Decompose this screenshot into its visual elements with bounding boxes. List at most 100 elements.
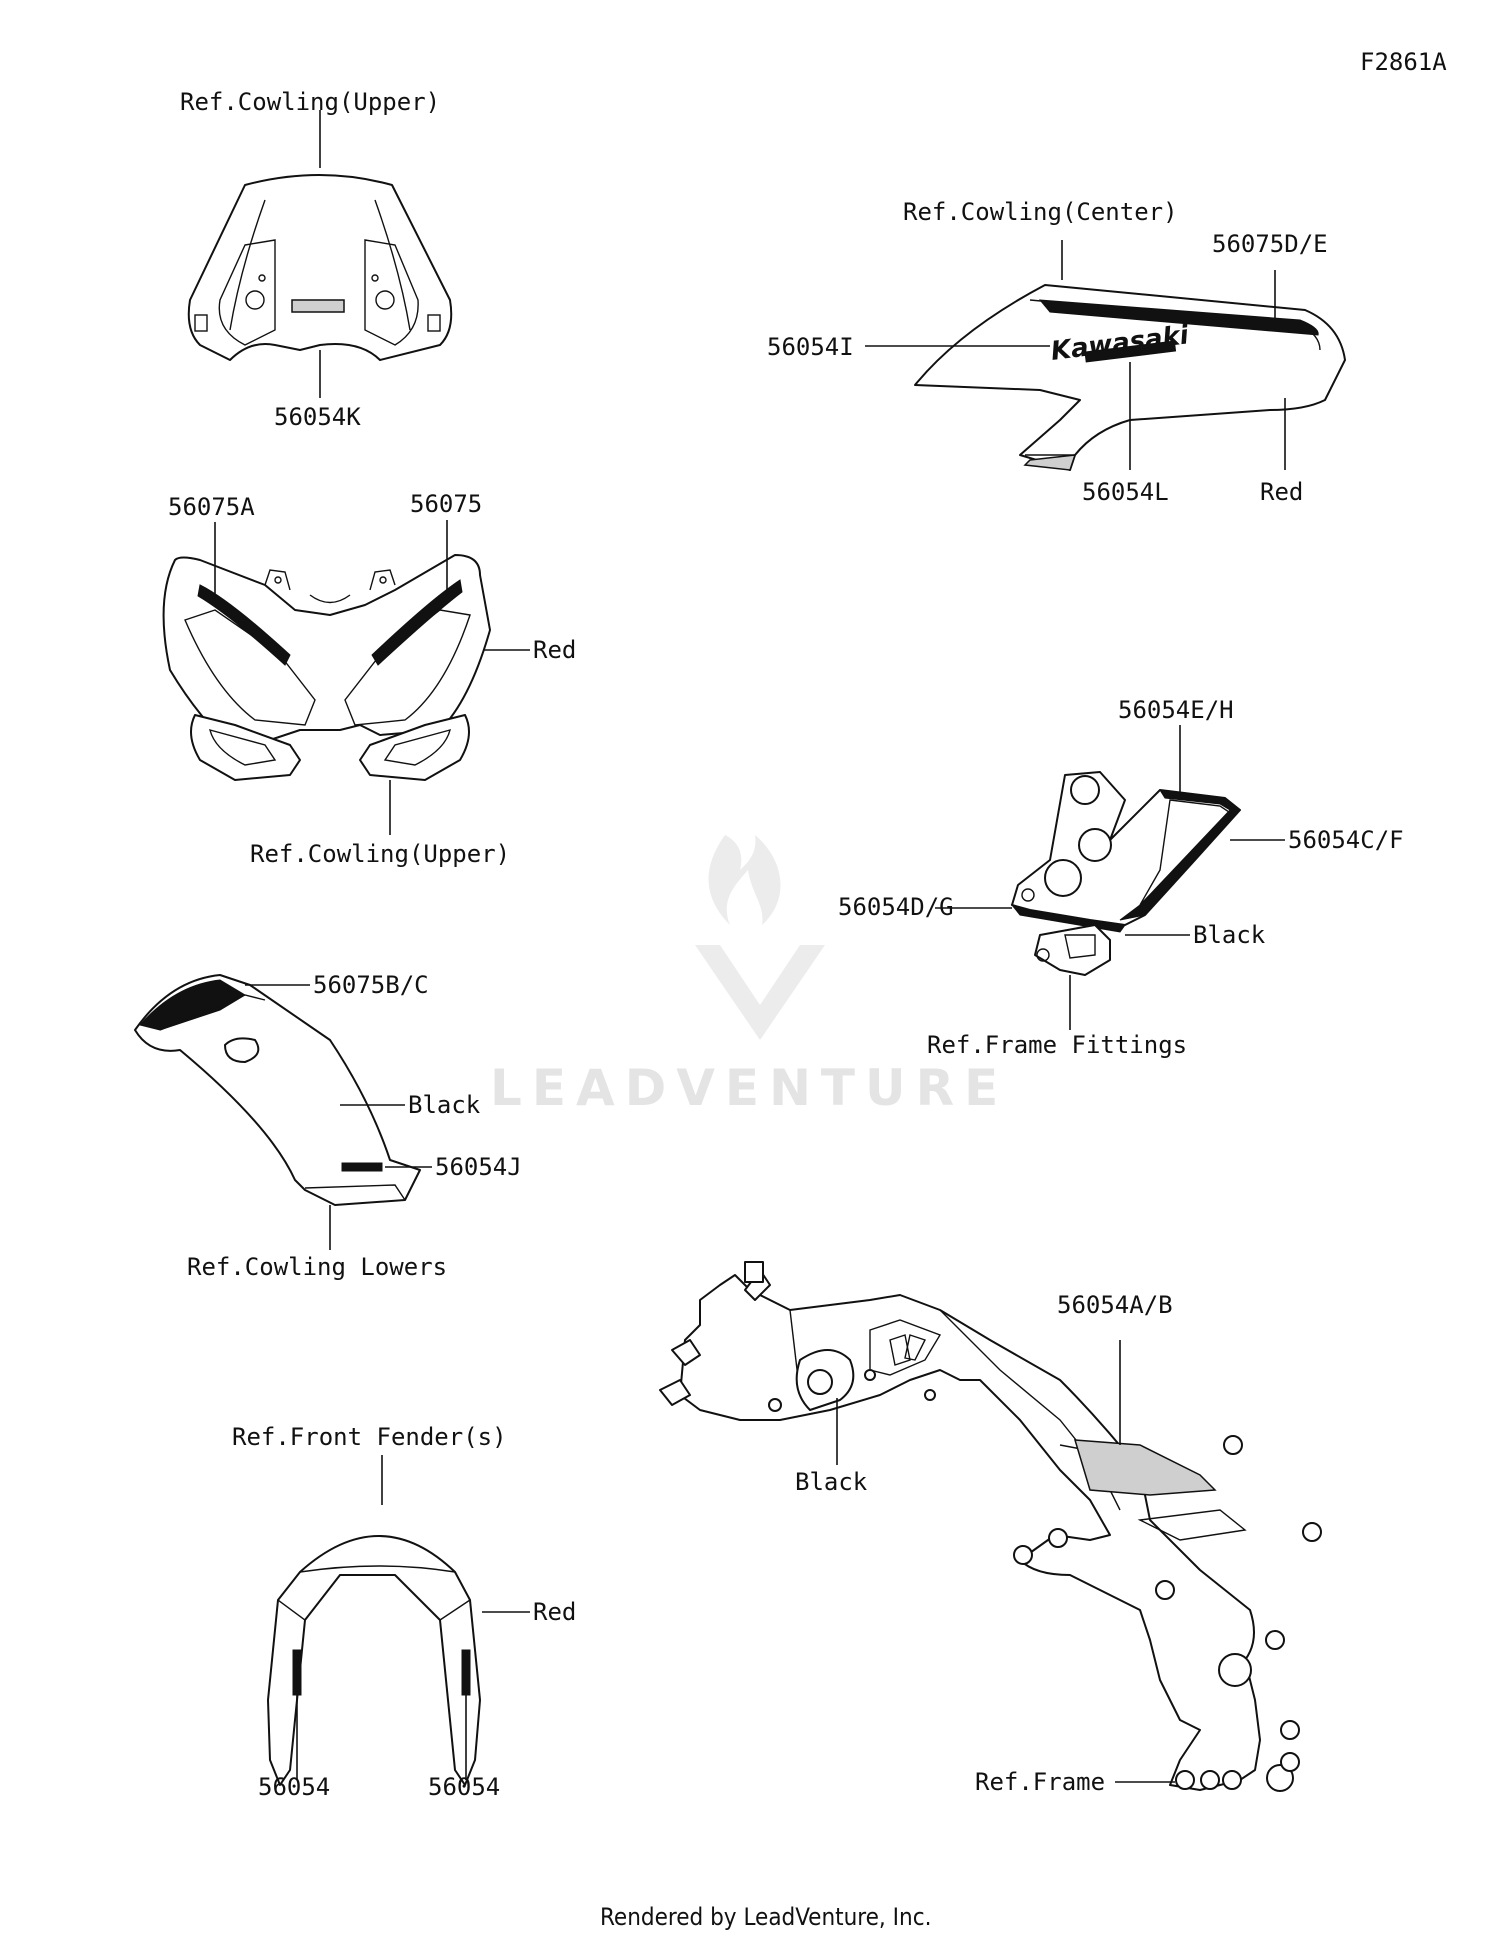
frame-tab-left-2 — [659, 1379, 691, 1406]
figure-code: F2861A — [1360, 48, 1447, 76]
frame-bolt-11 — [1266, 1764, 1294, 1792]
frame-tab-left-1 — [671, 1339, 701, 1366]
front-fender-ridge — [299, 1565, 456, 1573]
main-frame — [679, 1274, 1261, 1791]
upper-cowling-assembly — [162, 520, 530, 835]
leadventure-watermark: LEADVENTURE — [490, 835, 1008, 1117]
decal-56054-left — [292, 1649, 302, 1696]
front-fender-edge-right — [439, 1599, 471, 1621]
windscreen-panel-right — [364, 239, 419, 346]
label-ref-cowling-upper-top: Ref.Cowling(Upper) — [180, 88, 440, 116]
label-56054AB: 56054A/B — [1057, 1291, 1173, 1319]
label-56075BC: 56075B/C — [313, 971, 429, 999]
label-56054CF: 56054C/F — [1288, 826, 1404, 854]
decal-56054-right — [461, 1649, 471, 1696]
label-56054K: 56054K — [274, 403, 361, 431]
windscreen-edge-left — [229, 199, 266, 331]
label-56054EH: 56054E/H — [1118, 696, 1234, 724]
label-red-fender: Red — [533, 1598, 576, 1626]
frame-bolt-5 — [1155, 1580, 1175, 1600]
headlight-opening-right — [344, 609, 471, 726]
label-black-frame: Black — [795, 1468, 868, 1496]
frame-bolt-3 — [1048, 1528, 1068, 1548]
cowling-lower-bottom-edge — [304, 1184, 406, 1201]
label-56054DG: 56054D/G — [838, 893, 954, 921]
frame-bolt-12 — [1280, 1752, 1300, 1772]
fitting-hole-middle — [1078, 828, 1112, 862]
fitting-hole-small — [1021, 888, 1035, 902]
frame-gusset — [1137, 1509, 1247, 1541]
frame-bolt-2 — [1302, 1522, 1322, 1542]
screw-hole-left-small — [258, 274, 266, 282]
lower-vent-right — [383, 729, 451, 766]
center-notch — [309, 594, 351, 604]
frame-connector-box — [744, 1261, 764, 1283]
windscreen-assembly — [187, 110, 453, 398]
label-ref-frame-fittings: Ref.Frame Fittings — [927, 1031, 1187, 1059]
frame-bolt-1 — [1223, 1435, 1243, 1455]
frame-bolt-14 — [768, 1398, 782, 1412]
frame-bolt-6 — [1265, 1630, 1285, 1650]
watermark-text: LEADVENTURE — [490, 1059, 1008, 1117]
label-ref-cowling-center: Ref.Cowling(Center) — [903, 198, 1178, 226]
frame-bolt-4 — [1013, 1545, 1033, 1565]
screw-hole-left — [245, 290, 265, 310]
vent-right — [427, 314, 441, 332]
decal-56054L — [1084, 340, 1177, 363]
frame-bolt-15 — [924, 1389, 936, 1401]
flame-icon — [708, 835, 781, 925]
label-56054J: 56054J — [435, 1153, 522, 1181]
front-fender-edge-left — [277, 1599, 306, 1621]
frame-bolt-9 — [1200, 1770, 1220, 1790]
fitting-hole-top — [1070, 775, 1100, 805]
label-red-upper: Red — [533, 636, 576, 664]
mount-hole-right — [379, 576, 387, 584]
frame-vent-slot-2 — [904, 1334, 926, 1361]
decal-56054EH-border — [1119, 789, 1241, 921]
decal-56075A — [197, 584, 291, 666]
fitting-hole-lower — [1044, 859, 1082, 897]
lower-plate-recess — [1064, 934, 1096, 959]
label-56054-left: 56054 — [258, 1773, 330, 1801]
decal-56075BC — [139, 979, 246, 1031]
lower-side-left — [190, 714, 301, 781]
label-black-fittings: Black — [1193, 921, 1266, 949]
vent-left — [194, 314, 208, 332]
lower-vent-left — [209, 729, 277, 766]
windscreen-edge-right — [374, 199, 411, 331]
frame-bolt-8 — [1175, 1770, 1195, 1790]
decal-56054AB — [1073, 1439, 1217, 1496]
footer-credit: Rendered by LeadVenture, Inc. — [600, 1903, 931, 1931]
decal-56054DG — [1010, 904, 1126, 933]
label-56075A: 56075A — [168, 493, 255, 521]
frame-assembly — [659, 1261, 1322, 1792]
label-56054I: 56054I — [767, 333, 854, 361]
cowling-lower — [134, 974, 421, 1206]
screw-hole-right-small — [371, 274, 379, 282]
cowling-lower-crease — [159, 994, 266, 1031]
mount-tab-left — [264, 569, 291, 591]
front-fender-assembly — [267, 1455, 530, 1786]
cowling-lowers-assembly — [134, 974, 432, 1250]
label-ref-front-fenders: Ref.Front Fender(s) — [232, 1423, 507, 1451]
cowling-lower-vent — [224, 1037, 260, 1063]
frame-fitting-lower-plate — [1034, 924, 1111, 976]
frame-large-hole — [1218, 1653, 1252, 1687]
label-56075DE: 56075D/E — [1212, 230, 1328, 258]
frame-fittings-assembly — [935, 725, 1285, 1030]
label-ref-cowling-upper-bottom: Ref.Cowling(Upper) — [250, 840, 510, 868]
label-56054-right: 56054 — [428, 1773, 500, 1801]
label-ref-frame: Ref.Frame — [975, 1768, 1105, 1796]
label-black-lowers: Black — [408, 1091, 481, 1119]
label-red-center: Red — [1260, 478, 1303, 506]
label-56075: 56075 — [410, 490, 482, 518]
cowling-center-assembly: Kawasaki — [865, 240, 1346, 471]
decal-56054J — [341, 1162, 383, 1172]
screw-hole-right — [375, 290, 395, 310]
frame-bolt-13 — [864, 1369, 876, 1381]
decal-56075DE — [1038, 299, 1319, 336]
frame-vent-slot-1 — [889, 1334, 911, 1366]
chevron-icon — [695, 945, 825, 1040]
frame-fitting-hole — [807, 1369, 833, 1395]
